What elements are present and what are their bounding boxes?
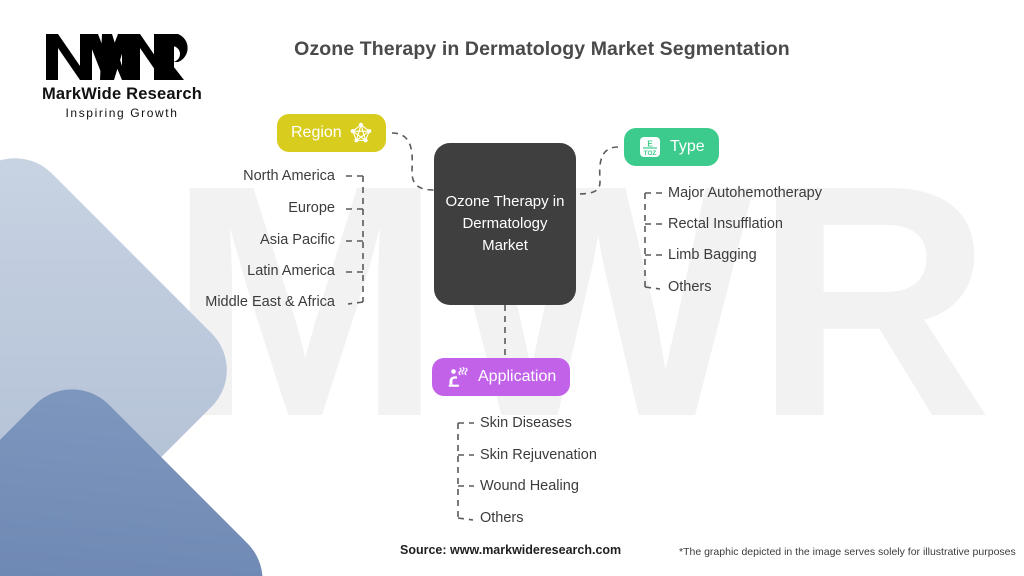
svg-text:TOZ: TOZ xyxy=(644,150,657,157)
branch-label-application: Application xyxy=(478,368,557,385)
branch-label-type: Type xyxy=(670,138,705,155)
application-item-3: Others xyxy=(480,510,524,526)
region-item-2: Asia Pacific xyxy=(260,232,335,248)
branch-badge-type[interactable]: E TOZ Type xyxy=(624,128,719,166)
region-item-1: Europe xyxy=(288,200,335,216)
region-item-4: Middle East & Africa xyxy=(205,294,335,310)
logo-company-name: MarkWide Research xyxy=(41,85,203,103)
type-item-3: Others xyxy=(668,279,712,295)
center-node-label: Ozone Therapy in Dermatology Market xyxy=(445,193,565,254)
disclaimer-text: *The graphic depicted in the image serve… xyxy=(679,546,1016,558)
application-item-2: Wound Healing xyxy=(480,478,579,494)
branch-label-region: Region xyxy=(291,124,342,141)
region-item-3: Latin America xyxy=(247,263,335,279)
eye-chart-icon: E TOZ xyxy=(638,135,662,159)
page-title: Ozone Therapy in Dermatology Market Segm… xyxy=(294,38,790,60)
globe-network-icon xyxy=(350,122,372,144)
application-item-1: Skin Rejuvenation xyxy=(480,447,597,463)
source-attribution: Source: www.markwideresearch.com xyxy=(400,543,622,557)
svg-text:E: E xyxy=(647,140,653,149)
mwr-monogram-icon xyxy=(46,34,188,80)
branch-badge-region[interactable]: Region xyxy=(277,114,386,152)
company-logo: MarkWide Research Inspiring Growth xyxy=(22,26,222,120)
branch-badge-application[interactable]: Application xyxy=(432,358,571,396)
center-node: Ozone Therapy in Dermatology Market xyxy=(434,143,576,305)
logo-tagline: Inspiring Growth xyxy=(65,106,179,120)
sauna-therapy-icon xyxy=(446,365,470,389)
type-item-1: Rectal Insufflation xyxy=(668,216,783,232)
type-item-2: Limb Bagging xyxy=(668,247,757,263)
application-item-0: Skin Diseases xyxy=(480,415,572,431)
region-item-0: North America xyxy=(243,168,335,184)
type-item-0: Major Autohemotherapy xyxy=(668,185,822,201)
